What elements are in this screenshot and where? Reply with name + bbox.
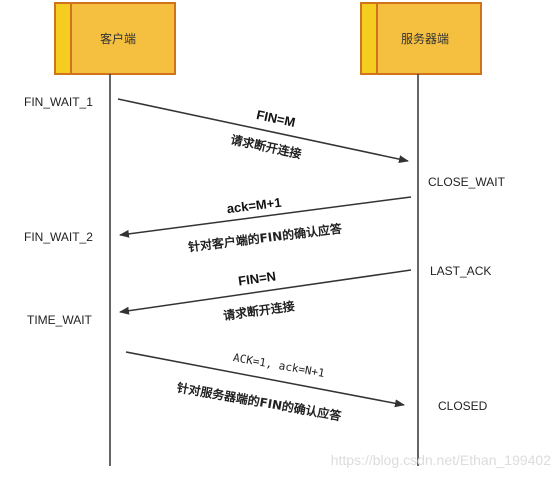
message-fin-m-label: FIN=M	[255, 107, 297, 130]
message-ack-n1-desc: 针对服务器端的FIN的确认应答	[176, 380, 344, 424]
server-box: 服务器端	[360, 2, 482, 75]
client-box-strip	[56, 4, 71, 73]
message-fin-m: FIN=M 请求断开连接	[117, 98, 409, 164]
message-fin-n-label: FIN=N	[237, 268, 277, 288]
client-box-rect	[54, 2, 176, 75]
client-label: 客户端	[100, 31, 136, 46]
state-last-ack: LAST_ACK	[430, 264, 491, 278]
message-ack-n1-arrow	[125, 351, 405, 408]
state-time-wait: TIME_WAIT	[27, 313, 93, 327]
server-label: 服务器端	[401, 31, 449, 46]
server-box-strip	[362, 4, 377, 73]
state-fin-wait-1: FIN_WAIT_1	[24, 95, 93, 109]
message-ack-m1-arrow	[119, 196, 412, 238]
watermark: https://blog.csdn.net/Ethan_199402	[331, 452, 551, 468]
state-closed: CLOSED	[438, 399, 488, 413]
message-ack-n1: ACK=1, ack=N+1 针对服务器端的FIN的确认应答	[125, 351, 405, 424]
message-ack-m1-label: ack=M+1	[226, 195, 282, 217]
message-fin-n-desc: 请求断开连接	[222, 298, 295, 323]
state-fin-wait-2: FIN_WAIT_2	[24, 230, 93, 244]
message-ack-m1: ack=M+1 针对客户端的FIN的确认应答	[119, 195, 412, 255]
server-box-rect	[360, 2, 482, 75]
client-box: 客户端	[54, 2, 176, 75]
message-fin-n-arrow	[119, 269, 412, 315]
message-fin-m-arrow	[117, 98, 409, 164]
message-fin-n: FIN=N 请求断开连接	[119, 268, 412, 323]
state-close-wait: CLOSE_WAIT	[428, 175, 506, 189]
message-ack-m1-desc: 针对客户端的FIN的确认应答	[187, 221, 343, 255]
